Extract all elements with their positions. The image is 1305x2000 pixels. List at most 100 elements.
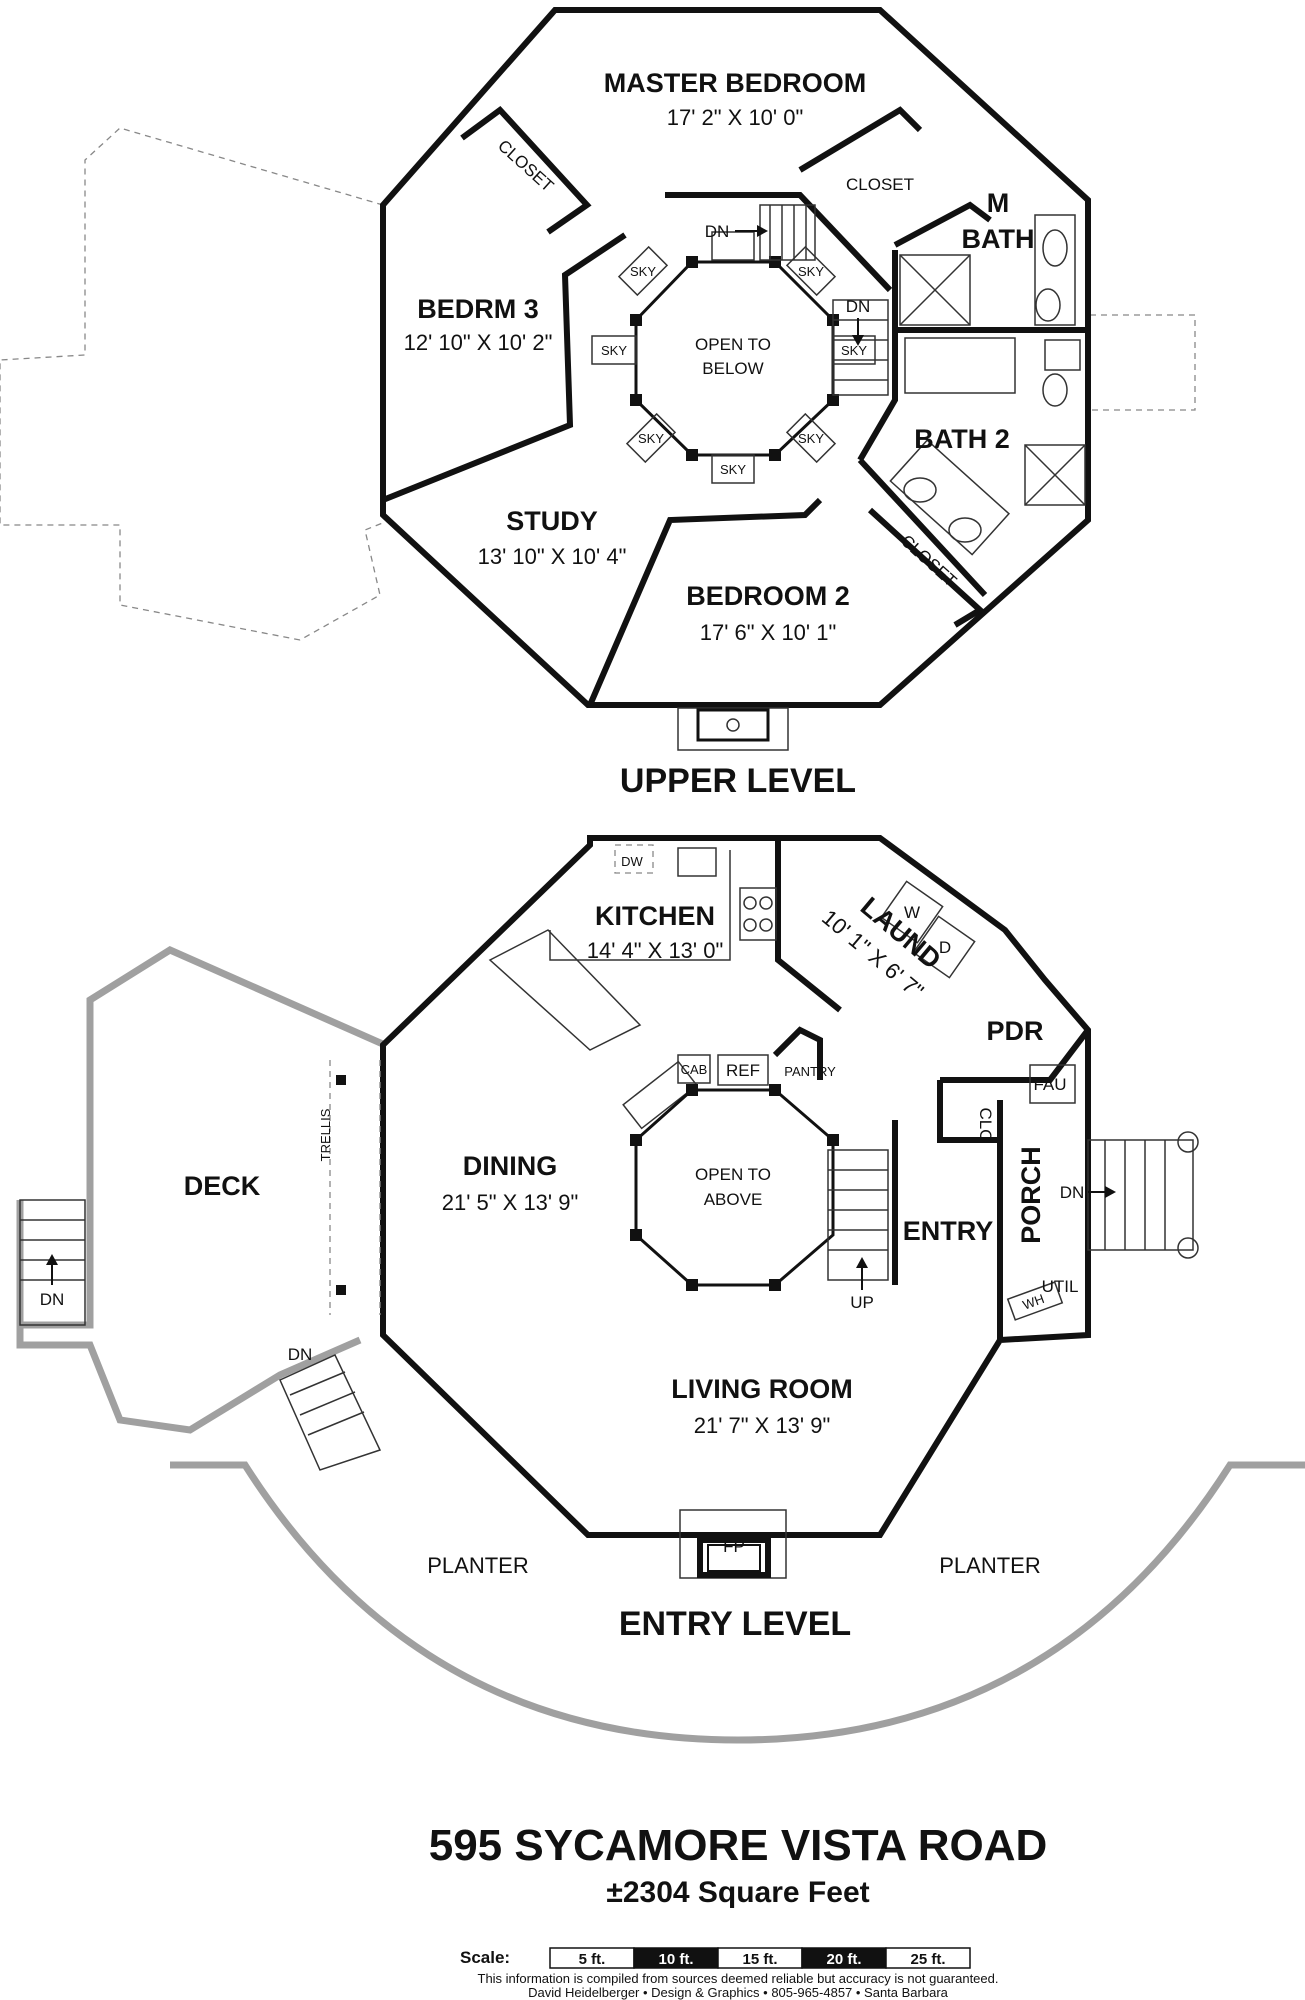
sky-label-4: SKY bbox=[638, 431, 664, 446]
wh-label: WH bbox=[1021, 1291, 1046, 1313]
deck-label: DECK bbox=[184, 1171, 261, 1201]
skylights: SKY SKY SKY SKY SKY SKY SKY bbox=[591, 231, 876, 484]
open-to-above-2: ABOVE bbox=[704, 1190, 763, 1209]
pdr-label: PDR bbox=[986, 1016, 1043, 1046]
wall-pdr bbox=[940, 1028, 1091, 1083]
wall-bath2-left bbox=[857, 250, 898, 462]
planter-left-label: PLANTER bbox=[427, 1553, 528, 1578]
entry-label: ENTRY bbox=[903, 1216, 994, 1246]
wall-bedroom2-top bbox=[587, 497, 823, 707]
closet-master-label: CLOSET bbox=[846, 175, 914, 194]
sky-label-3: SKY bbox=[841, 343, 867, 358]
square-feet: ±2304 Square Feet bbox=[606, 1876, 869, 1909]
sky-label-6: SKY bbox=[798, 431, 824, 446]
railing-posts-entry bbox=[630, 1084, 839, 1291]
scale-bar: 5 ft. 10 ft. 15 ft. 20 ft. 25 ft. bbox=[549, 1947, 971, 1969]
planter-right-label: PLANTER bbox=[939, 1553, 1040, 1578]
upper-exterior-wall bbox=[380, 7, 1091, 708]
kitchen-dims: 14' 4" X 13' 0" bbox=[587, 938, 724, 963]
porch-stairs: DN bbox=[1060, 1131, 1199, 1259]
study-dims: 13' 10" X 10' 4" bbox=[478, 544, 627, 569]
stair-dn-label-upper-2: DN bbox=[846, 297, 871, 316]
scale-label: Scale: bbox=[460, 1948, 510, 1967]
laundry-machines bbox=[880, 880, 976, 979]
washer-label: W bbox=[904, 903, 920, 922]
deck-stairs: DN DN bbox=[19, 1199, 382, 1471]
upper-chimney bbox=[677, 707, 789, 751]
deck-outline bbox=[16, 946, 387, 1434]
open-to-above-1: OPEN TO bbox=[695, 1165, 771, 1184]
kitchen-storage bbox=[622, 1054, 769, 1130]
entry-stairs: UP bbox=[827, 1149, 889, 1312]
roof-outline-right bbox=[1090, 314, 1196, 411]
footer: 595 SYCAMORE VISTA ROAD ±2304 Square Fee… bbox=[429, 1821, 1048, 2000]
scale-mark-20: 20 ft. bbox=[826, 1951, 861, 1968]
util-fixtures bbox=[1006, 1064, 1076, 1321]
bedroom2-dims: 17' 6" X 10' 1" bbox=[700, 620, 837, 645]
clo-label: CLO bbox=[976, 1108, 995, 1143]
fireplace bbox=[679, 1509, 787, 1579]
bath-fixtures-upper bbox=[889, 214, 1086, 556]
wall-kitchen-laundry bbox=[775, 838, 842, 1013]
util-label: UTIL bbox=[1042, 1277, 1079, 1296]
wall-closet-bedrm3 bbox=[460, 105, 592, 235]
wall-pantry bbox=[772, 1026, 823, 1080]
stair-up-label: UP bbox=[850, 1293, 874, 1312]
dining-label: DINING bbox=[463, 1151, 558, 1181]
upper-stairs: DN DN bbox=[705, 204, 889, 396]
sky-label-5: SKY bbox=[720, 462, 746, 477]
scale-mark-25: 25 ft. bbox=[910, 1951, 945, 1968]
wall-clo bbox=[937, 1080, 1000, 1143]
dryer-label: D bbox=[939, 938, 951, 957]
dw-label: DW bbox=[621, 854, 643, 869]
entry-level-title: ENTRY LEVEL bbox=[619, 1605, 851, 1643]
stair-dn-label-upper-1: DN bbox=[705, 222, 730, 241]
wall-mbath-left bbox=[893, 201, 992, 248]
porch-label: PORCH bbox=[1016, 1146, 1046, 1244]
bedroom2-label: BEDROOM 2 bbox=[686, 581, 850, 611]
porch-dn-label: DN bbox=[1060, 1183, 1085, 1202]
deck-dn-label-1: DN bbox=[40, 1290, 65, 1309]
sky-label-1: SKY bbox=[630, 264, 656, 279]
open-to-below-2: BELOW bbox=[702, 359, 763, 378]
upper-level-title: UPPER LEVEL bbox=[620, 762, 856, 800]
bedrm3-dims: 12' 10" X 10' 2" bbox=[404, 330, 553, 355]
property-address: 595 SYCAMORE VISTA ROAD bbox=[429, 1821, 1048, 1870]
master-bedroom-label: MASTER BEDROOM bbox=[604, 68, 867, 98]
master-bedroom-dims: 17' 2" X 10' 0" bbox=[667, 105, 804, 130]
kitchen-label: KITCHEN bbox=[595, 901, 715, 931]
credit-line: David Heidelberger • Design & Graphics •… bbox=[528, 1985, 949, 2000]
deck-dn-label-2: DN bbox=[288, 1345, 313, 1364]
bedrm3-label: BEDRM 3 bbox=[417, 294, 539, 324]
wall-bedrm3-study bbox=[381, 232, 627, 503]
living-room-label: LIVING ROOM bbox=[671, 1374, 853, 1404]
kitchen-counters bbox=[488, 844, 777, 1051]
railing-posts-upper bbox=[630, 256, 839, 461]
bath2-label: BATH 2 bbox=[914, 424, 1010, 454]
wall-bath2-bottom bbox=[857, 457, 988, 598]
m-bath-label-1: M bbox=[987, 188, 1010, 218]
pantry-label: PANTRY bbox=[784, 1064, 836, 1079]
upper-level: SKY SKY SKY SKY SKY SKY SKY DN bbox=[0, 7, 1196, 800]
scale-mark-15: 15 ft. bbox=[742, 1951, 777, 1968]
scale-mark-10: 10 ft. bbox=[658, 1951, 693, 1968]
wall-master-closet bbox=[798, 106, 923, 173]
cab-label: CAB bbox=[681, 1062, 708, 1077]
trellis-label: TRELLIS bbox=[318, 1108, 333, 1161]
trellis bbox=[329, 1060, 381, 1315]
fau-label: FAU bbox=[1033, 1075, 1066, 1094]
ref-label: REF bbox=[726, 1061, 760, 1080]
wall-closet-br2 bbox=[867, 507, 986, 628]
open-to-above-railing bbox=[634, 1088, 835, 1287]
disclaimer: This information is compiled from source… bbox=[478, 1971, 999, 1986]
sky-label-7: SKY bbox=[798, 264, 824, 279]
m-bath-label-2: BATH bbox=[962, 224, 1035, 254]
open-to-below-1: OPEN TO bbox=[695, 335, 771, 354]
wall-master-hall bbox=[665, 192, 893, 293]
roof-outline-left bbox=[0, 127, 391, 641]
scale-mark-5: 5 ft. bbox=[579, 1951, 606, 1968]
dining-dims: 21' 5" X 13' 9" bbox=[442, 1190, 579, 1215]
sky-label-2: SKY bbox=[601, 343, 627, 358]
study-label: STUDY bbox=[506, 506, 598, 536]
